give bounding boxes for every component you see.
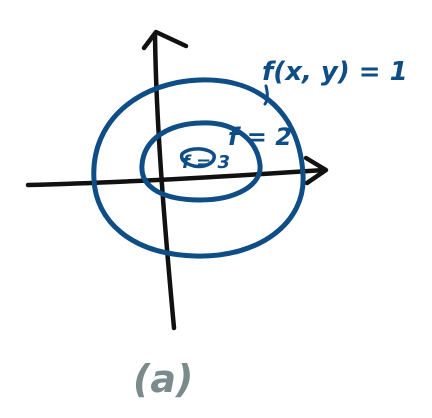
y-axis-line	[152, 31, 177, 331]
level-labels: f(x, y) = 1 f = 2 f = 3	[182, 57, 408, 173]
middle-level-curve	[139, 120, 263, 203]
level-curves	[91, 77, 306, 259]
outer-level-curve	[91, 77, 306, 259]
x-axis-arrowhead	[303, 155, 329, 186]
outer-label-leader	[263, 84, 269, 106]
axes	[25, 29, 329, 331]
x-axis-line	[25, 167, 327, 188]
figure-caption: (a)	[133, 357, 193, 401]
outer-level-label: f(x, y) = 1	[262, 57, 408, 87]
inner-level-curve	[179, 147, 216, 169]
y-axis-arrowhead	[141, 29, 189, 51]
middle-level-label: f = 2	[228, 123, 292, 151]
inner-level-label: f = 3	[182, 152, 230, 173]
